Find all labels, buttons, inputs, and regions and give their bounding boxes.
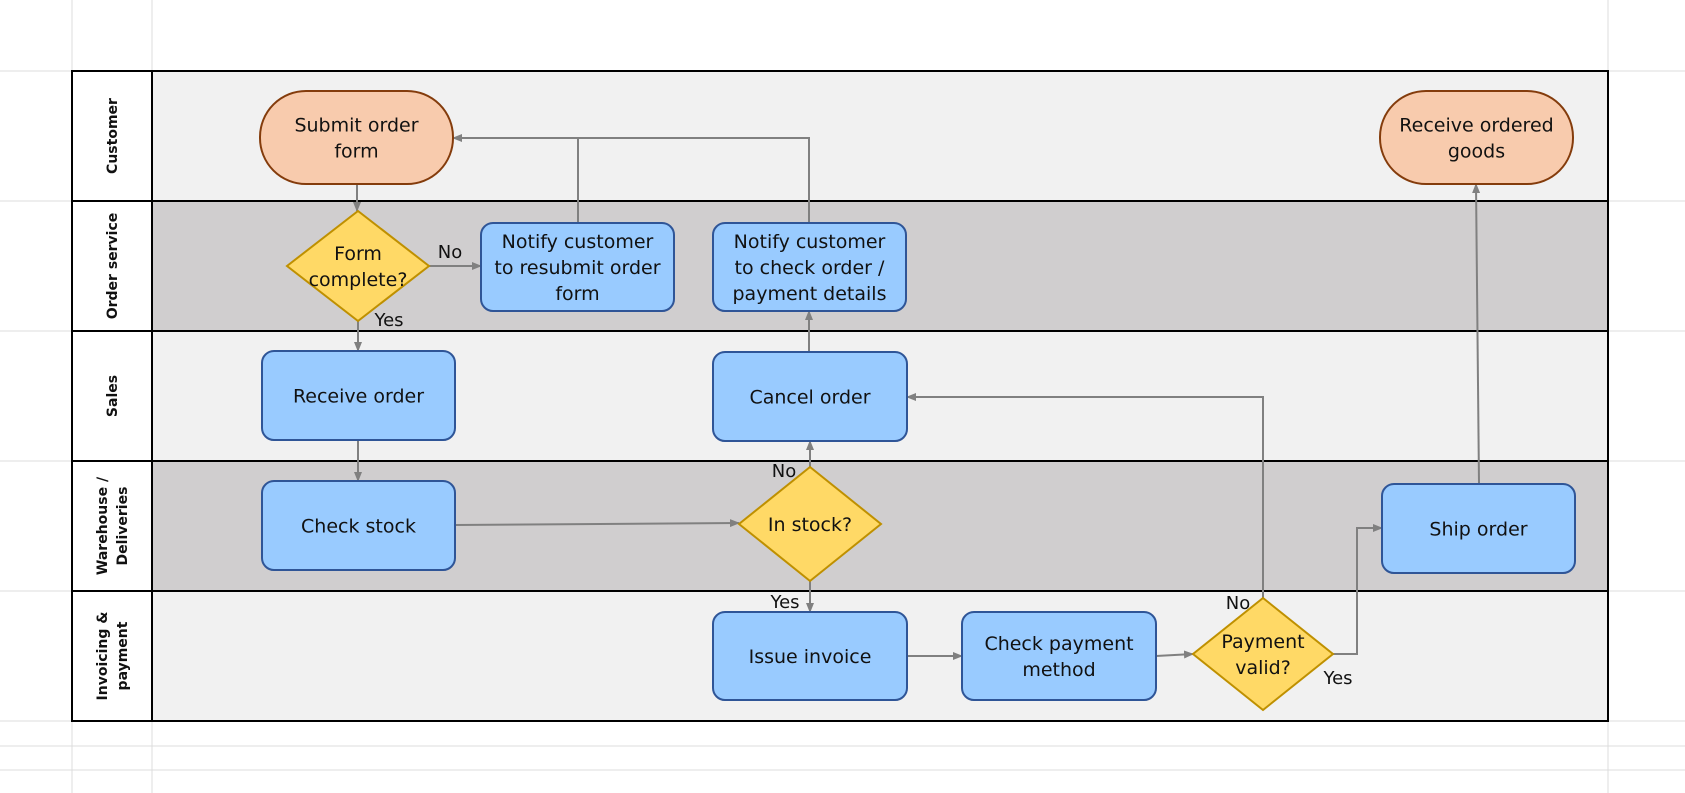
lane-header [72,331,152,461]
lane-label: Order service [105,213,121,320]
process-box [712,222,907,312]
connector-ship-to-receive-goods [1472,183,1481,485]
ship-order-process: Ship order [1381,483,1576,574]
connector-check-stock-to-in-stock [454,519,740,528]
node-label: Ship order [1429,519,1527,541]
connector-label-yes: Yes [373,310,403,331]
connector-payment-valid-yes [1333,524,1383,655]
lane-label: Sales [105,375,121,417]
node-label: Issue invoice [749,646,872,668]
node-label: Cancel order [749,387,870,409]
terminal-shape [1379,90,1574,185]
connector-label-no: No [1226,593,1250,614]
connector-label-no: No [438,242,462,263]
process-box [1381,483,1576,574]
process-box [261,480,456,571]
connector-label-yes: Yes [1322,668,1352,689]
connector-label-yes: Yes [769,592,799,613]
in-stock-decision: In stock? [737,465,883,583]
lane-header [72,201,152,331]
pool-border [71,70,1609,722]
lane-header [72,71,152,201]
decision-diamond [1191,596,1335,712]
decision-diamond [737,465,883,583]
process-box [961,611,1157,701]
connector-label-no: No [772,461,796,482]
lane-header [72,591,152,721]
process-box [712,351,908,442]
lane-label: Warehouse /Deliveries [95,476,131,575]
lane-header [72,461,152,591]
process-box [712,611,908,701]
node-label: Check stock [301,516,416,538]
connector-check-details-to-submit [578,137,810,223]
check-stock-process: Check stock [261,480,456,571]
connector-check-payment-to-valid [1155,650,1194,659]
issue-invoice-process: Issue invoice [712,611,908,701]
lane-label: Invoicing &payment [95,612,131,701]
connectors [353,134,1481,660]
lane-label: Customer [105,98,121,174]
terminal-shape [259,90,454,185]
cancel-order-process: Cancel order [712,351,908,442]
decision-diamond [285,209,431,323]
node-label: Receive order [293,386,424,408]
connector-payment-valid-no [906,393,1264,598]
receive-order-process: Receive order [261,350,456,441]
node-label: In stock? [768,514,852,536]
process-box [480,222,675,312]
process-box [261,350,456,441]
